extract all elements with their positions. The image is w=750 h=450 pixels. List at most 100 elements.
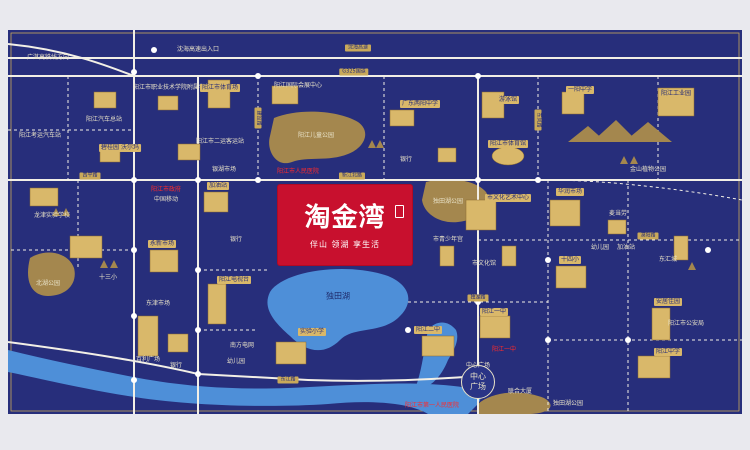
area-map: 沈海高速 G325国道 新江北路 建设路 东风路 西平路 漠阳路 独湖路 东江路… — [8, 30, 742, 414]
place-label: 幼儿园 — [226, 358, 246, 365]
building — [69, 235, 103, 259]
building — [137, 315, 159, 357]
main-roads — [8, 30, 742, 414]
road-tag: 东风路 — [534, 109, 542, 131]
place-label: 阳江儿童公园 — [297, 132, 335, 139]
road-tag: 独湖路 — [467, 294, 489, 302]
node — [131, 247, 137, 253]
node — [255, 73, 261, 79]
place-tag: 碧桂园 沃尔玛 — [99, 144, 141, 152]
building — [149, 249, 179, 273]
place-label: 市青少年宫 — [432, 236, 464, 243]
map-graphics — [8, 30, 742, 414]
place-label-highlight: 阳江市第一人民医院 — [404, 402, 460, 409]
place-label: 东汇城 — [658, 256, 678, 263]
trees — [52, 140, 696, 270]
building — [673, 235, 689, 261]
node — [405, 327, 411, 333]
node — [131, 69, 137, 75]
tree — [52, 208, 60, 216]
place-label-highlight: 阳江市政府 — [150, 186, 182, 193]
place-tag: 华润市场 — [555, 188, 585, 196]
place-label: 幼儿园 — [590, 244, 610, 251]
building — [479, 315, 511, 339]
place-tag: 广东两阳中学 — [399, 100, 441, 108]
place-tag: 游泳馆 — [496, 96, 520, 104]
place-tag: 阳江市体育场 — [199, 84, 241, 92]
place-label: 金山植物公园 — [629, 166, 667, 173]
place-label: 银行 — [229, 236, 243, 243]
place-tag: 一阳中学 — [565, 86, 595, 94]
node — [131, 313, 137, 319]
road-nodes — [131, 47, 711, 383]
building — [465, 199, 497, 231]
building — [651, 307, 671, 341]
node — [545, 337, 551, 343]
place-label: 银行 — [169, 362, 183, 369]
tree — [368, 140, 376, 148]
road-south-curve — [8, 341, 479, 382]
node — [151, 47, 157, 53]
building — [157, 95, 179, 111]
tree — [62, 208, 70, 216]
tree — [688, 262, 696, 270]
place-label-highlight: 阳江一中 — [491, 346, 517, 353]
road-tag: 建设路 — [254, 107, 262, 129]
road-dash-16 — [547, 179, 742, 201]
road-tag: 漠阳路 — [637, 232, 659, 240]
building — [177, 143, 201, 161]
tree — [630, 156, 638, 164]
place-label: 阳江国际会展中心 — [273, 82, 323, 89]
mountain — [592, 120, 638, 142]
road-tag: 西平路 — [79, 172, 101, 180]
building — [207, 283, 227, 325]
tree — [620, 156, 628, 164]
node — [255, 177, 261, 183]
place-label: 百利广场 — [135, 356, 161, 363]
building — [607, 219, 627, 235]
secondary-roads — [8, 76, 742, 414]
place-label: 北湖公园 — [35, 280, 61, 287]
place-label: 联合大厦 — [507, 388, 533, 395]
place-label-highlight: 阳江市人民医院 — [276, 168, 320, 175]
place-label: 十三小 — [98, 274, 118, 281]
center-square-badge: 中心 广场 — [461, 365, 495, 399]
place-label: 加油站 — [616, 244, 636, 251]
building — [203, 191, 229, 213]
center-square-line2: 广场 — [470, 382, 486, 391]
project-logo-slogan: 伴山 领湖 享生活 — [309, 240, 381, 249]
place-label: 阳江市公安局 — [667, 320, 705, 327]
place-label: 阳江市职业技术学院附属学校 — [132, 84, 212, 91]
node — [535, 177, 541, 183]
node — [625, 337, 631, 343]
place-label: 中心广场 — [465, 362, 491, 369]
project-logo: 淘金湾 伴山 领湖 享生活 — [278, 185, 412, 265]
place-tag: 阳江市体育馆 — [487, 140, 529, 148]
road-curve-north — [8, 43, 135, 77]
place-label: 南方电网 — [229, 342, 255, 349]
tree — [376, 140, 384, 148]
place-label: 龙津实验学校 — [33, 212, 71, 219]
park-beihu — [28, 252, 75, 296]
place-label: 银湖市场 — [211, 166, 237, 173]
tree — [100, 260, 108, 268]
node — [475, 73, 481, 79]
place-label: 中国移动 — [153, 196, 179, 203]
node — [195, 327, 201, 333]
node — [195, 177, 201, 183]
lake-label: 独田湖 — [326, 291, 350, 301]
center-square-line1: 中心 — [470, 372, 486, 381]
buildings — [29, 79, 695, 379]
place-tag: 市文化艺术中心 — [484, 194, 532, 202]
park-children — [269, 111, 366, 164]
park-south — [478, 392, 551, 414]
project-logo-seal — [395, 205, 404, 218]
place-tag: 十四小 — [558, 256, 582, 264]
road-tag: G325国道 — [339, 68, 369, 76]
building — [439, 245, 455, 267]
place-label: 广湛高铁线方向 — [26, 54, 70, 61]
node — [705, 247, 711, 253]
place-tag: 阳江二中 — [413, 326, 443, 334]
river-south — [8, 350, 481, 414]
place-label: 阳江市二运客运站 — [195, 138, 245, 145]
